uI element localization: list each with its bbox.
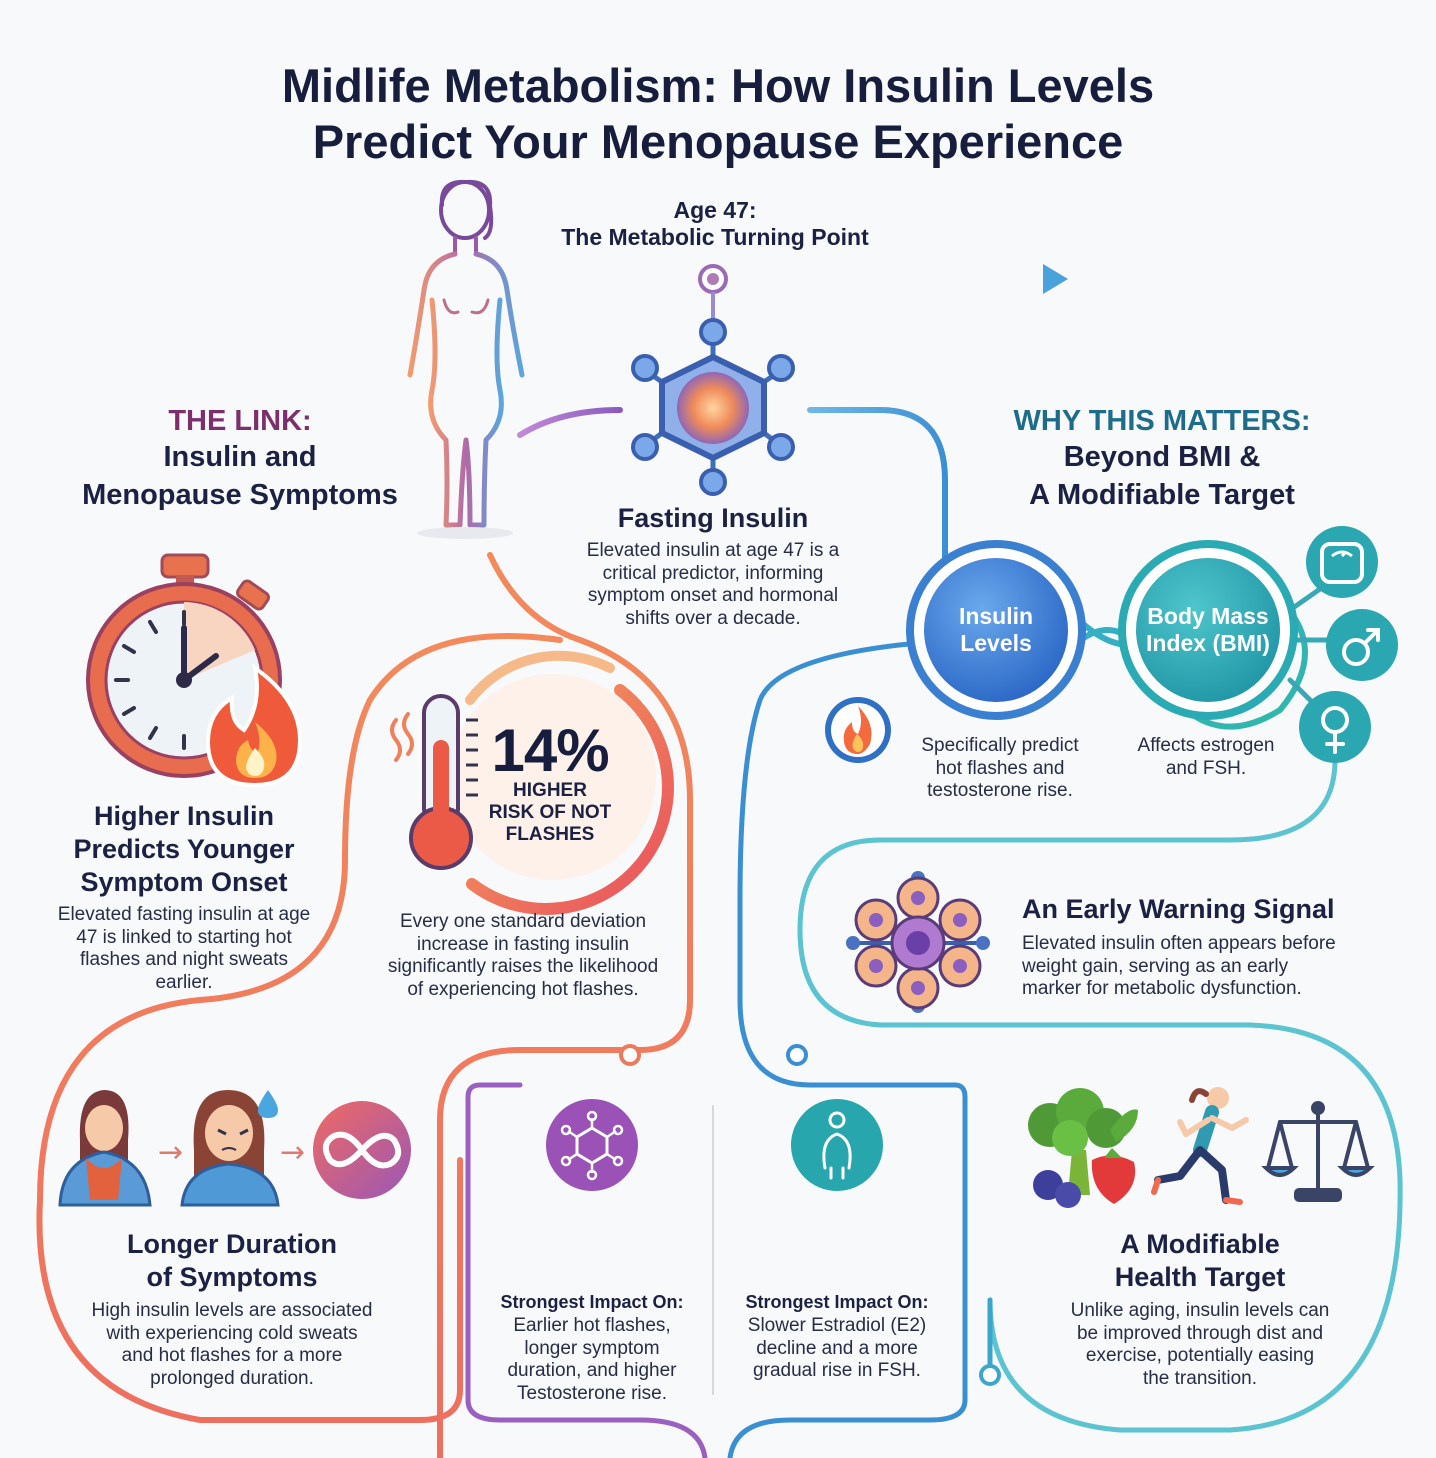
balance-scale-icon bbox=[1261, 1101, 1375, 1202]
stat-label: HIGHER RISK OF NOT FLASHES bbox=[488, 780, 612, 845]
blue-path bbox=[727, 637, 968, 1458]
purple-bracket bbox=[465, 1082, 708, 1458]
page-title-line-1: Midlife Metabolism: How Insulin Levels bbox=[281, 59, 1155, 112]
early-warning-body: Elevated insulin often appears before we… bbox=[1022, 933, 1336, 999]
impact-bmi-body: Slower Estradiol (E2) decline and a more… bbox=[747, 1315, 927, 1381]
runner-icon bbox=[1151, 1087, 1249, 1205]
arrow-glyph-2: → bbox=[280, 1135, 305, 1170]
early-warning-heading: An Early Warning Signal bbox=[1022, 894, 1335, 924]
flame-icon bbox=[205, 663, 303, 788]
why-matters-line-1: Beyond BMI & bbox=[1063, 441, 1261, 473]
modifiable-heading: A Modifiable Health Target bbox=[1114, 1229, 1286, 1292]
the-link-line-1: Insulin and bbox=[163, 441, 317, 473]
body-badge-icon bbox=[791, 1099, 883, 1191]
female-symbol-icon bbox=[1299, 691, 1371, 763]
woman-blanket-icon bbox=[58, 1090, 152, 1207]
stat-body: Every one standard deviation increase in… bbox=[387, 911, 659, 1000]
stat-ring bbox=[450, 650, 674, 915]
bmi-circle bbox=[1118, 540, 1298, 720]
page-title-line-2: Predict Your Menopause Experience bbox=[312, 115, 1124, 168]
teal-node bbox=[979, 1364, 1001, 1386]
flame-badge-icon bbox=[825, 697, 891, 763]
fasting-insulin-heading: Fasting Insulin bbox=[617, 503, 809, 533]
the-link-line-2: Menopause Symptoms bbox=[82, 479, 398, 511]
blue-node bbox=[786, 1044, 808, 1066]
the-link-kicker: THE LINK: bbox=[168, 405, 312, 437]
why-matters-line-2: A Modifiable Target bbox=[1029, 479, 1295, 511]
woman-figure-icon bbox=[407, 179, 525, 539]
younger-onset-heading: Higher Insulin Predicts Younger Symptom … bbox=[73, 801, 295, 897]
woman-sweating-icon bbox=[180, 1090, 280, 1207]
impact-bmi-heading: Strongest Impact On: bbox=[745, 1292, 929, 1312]
coral-node bbox=[619, 1044, 641, 1066]
bmi-body: Affects estrogen and FSH. bbox=[1137, 735, 1275, 779]
age-marker-label: Age 47: bbox=[673, 197, 757, 223]
why-matters-kicker: WHY THIS MATTERS: bbox=[1013, 405, 1311, 437]
impact-insulin-body: Earlier hot flashes, longer symptom dura… bbox=[507, 1315, 677, 1404]
vegetables-icon bbox=[1028, 1088, 1138, 1208]
cell-icon bbox=[846, 871, 990, 1013]
scale-icon bbox=[1306, 526, 1378, 598]
connector-right-arc bbox=[807, 407, 948, 563]
insulin-levels-body: Specifically predict hot flashes and tes… bbox=[921, 735, 1079, 801]
timeline bbox=[362, 264, 1068, 320]
infinity-icon bbox=[313, 1101, 411, 1199]
impact-insulin-heading: Strongest Impact On: bbox=[500, 1292, 684, 1312]
arrow-glyph: → bbox=[158, 1135, 183, 1170]
thermometer-icon bbox=[390, 694, 478, 870]
insulin-levels-label: Insulin Levels bbox=[958, 603, 1034, 656]
insulin-levels-circle bbox=[906, 540, 1086, 720]
male-symbol-icon bbox=[1326, 609, 1398, 681]
stat-value: 14% bbox=[491, 717, 609, 784]
bmi-label: Body Mass Index (BMI) bbox=[1146, 603, 1270, 656]
longer-duration-heading: Longer Duration of Symptoms bbox=[127, 1229, 337, 1292]
modifiable-body: Unlike aging, insulin levels can be impr… bbox=[1070, 1300, 1330, 1389]
coral-path bbox=[36, 552, 693, 1458]
age-marker-subtitle: The Metabolic Turning Point bbox=[561, 224, 869, 250]
longer-duration-body: High insulin levels are associated with … bbox=[91, 1300, 373, 1389]
insulin-molecule-icon bbox=[631, 318, 795, 496]
fasting-insulin-body: Elevated insulin at age 47 is a critical… bbox=[586, 540, 840, 629]
younger-onset-body: Elevated fasting insulin at age 47 is li… bbox=[57, 904, 311, 993]
molecule-badge-icon bbox=[546, 1099, 638, 1191]
connector-left-arc bbox=[517, 407, 623, 438]
